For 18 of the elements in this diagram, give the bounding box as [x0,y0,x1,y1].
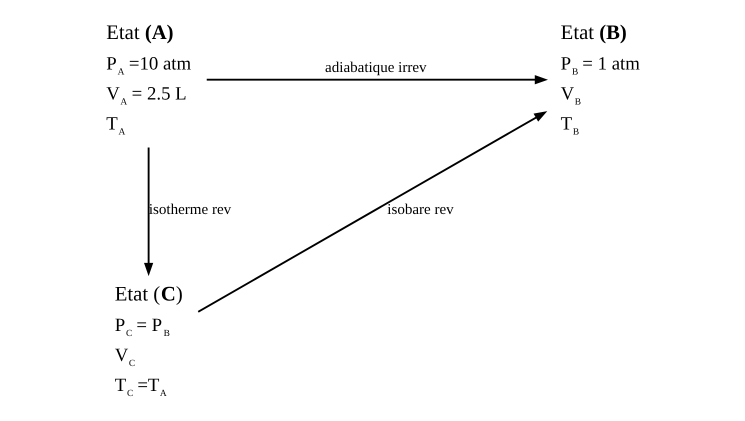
node-text: Etat (A) [106,22,174,44]
node-label: P$_{C}$ = P$_{B}$ [114,314,170,339]
node-text: Etat (C) [114,283,182,306]
arrow [206,75,548,84]
node-label: P$_{B}$ = 1 atm [560,53,640,78]
arrow [197,111,547,313]
arrow [144,148,153,276]
node-label: V$_{B}$ [560,83,581,108]
node-label: T$_{C}$ =T$_{A}$ [114,375,166,400]
node-label: V$_{A}$ = 2.5 L [106,83,186,108]
edge-label: isobare rev [386,202,454,218]
node-label: T$_{A}$ [106,114,125,138]
node-label: T$_{B}$ [560,114,579,138]
node-text: Etat (B) [560,22,626,44]
node-label: V$_{C}$ [114,345,135,370]
edge-label: isotherme rev [148,202,231,218]
edge-label: adiabatique irrev [324,60,426,76]
node-label: P$_{A}$ =10 atm [106,53,191,78]
